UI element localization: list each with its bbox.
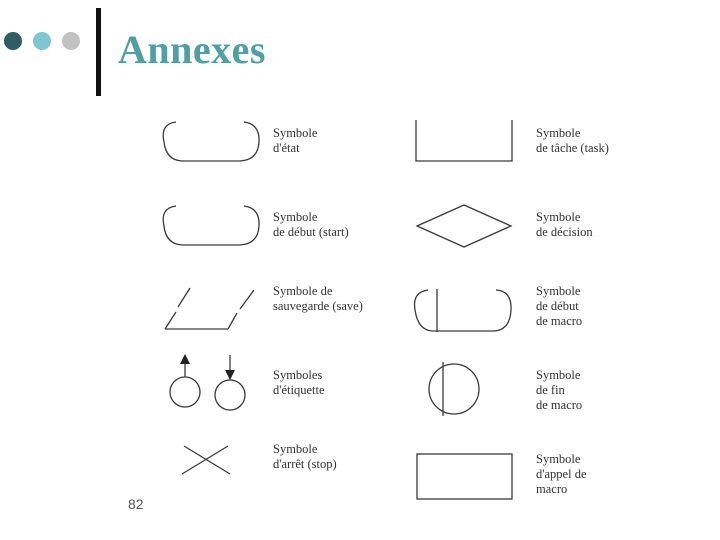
task-symbol-label: Symbole de tâche (task) [536, 126, 609, 155]
macro-call-symbol [416, 453, 513, 500]
start-symbol [162, 205, 260, 246]
start-symbol-label: Symbole de début (start) [273, 210, 349, 239]
macro-start-symbol [413, 289, 512, 332]
task-symbol [415, 120, 513, 162]
decision-symbol [415, 204, 513, 248]
decision-symbol-label: Symbole de décision [536, 210, 593, 239]
label-symbols-label: Symboles d'étiquette [273, 368, 325, 397]
macro-call-symbol-label: Symbole d'appel de macro [536, 452, 587, 496]
label-symbols [169, 354, 246, 411]
save-symbol-label: Symbole de sauvegarde (save) [273, 284, 363, 313]
decorative-dots [0, 30, 90, 54]
stop-symbol-label: Symbole d'arrêt (stop) [273, 442, 337, 471]
stop-symbol [181, 445, 231, 475]
title-divider [96, 8, 101, 96]
dot-teal [33, 32, 51, 50]
dot-grey [62, 32, 80, 50]
macro-end-symbol-label: Symbole de fin de macro [536, 368, 583, 412]
save-symbol [164, 287, 255, 330]
state-symbol [162, 121, 260, 162]
dot-dark [4, 32, 22, 50]
macro-start-symbol-label: Symbole de début de macro [536, 284, 583, 328]
macro-end-symbol [428, 362, 480, 416]
page-title: Annexes [118, 27, 266, 72]
page-number: 82 [128, 496, 144, 512]
state-symbol-label: Symbole d'état [273, 126, 318, 155]
